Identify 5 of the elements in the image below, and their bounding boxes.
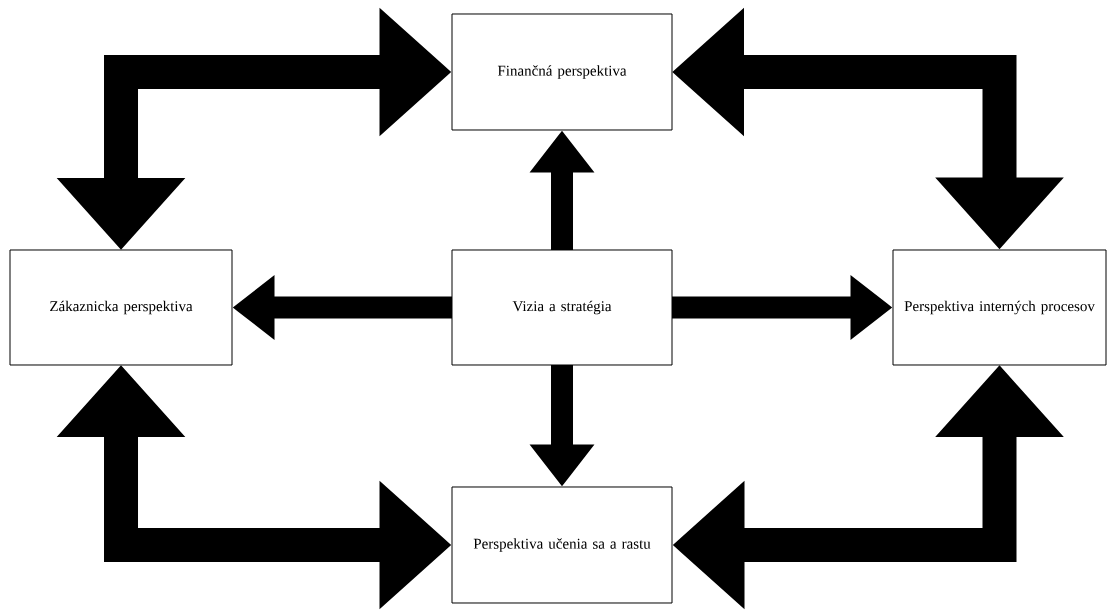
perspective-box: Perspektiva interných procesov <box>892 249 1107 366</box>
perspective-box: Vizia a stratégia <box>451 249 673 366</box>
perspective-box: Zákaznicka perspektiva <box>9 249 233 366</box>
perspective-box: Perspektiva učenia sa a rastu <box>451 486 673 604</box>
perspective-box: Finančná perspektiva <box>451 13 673 131</box>
